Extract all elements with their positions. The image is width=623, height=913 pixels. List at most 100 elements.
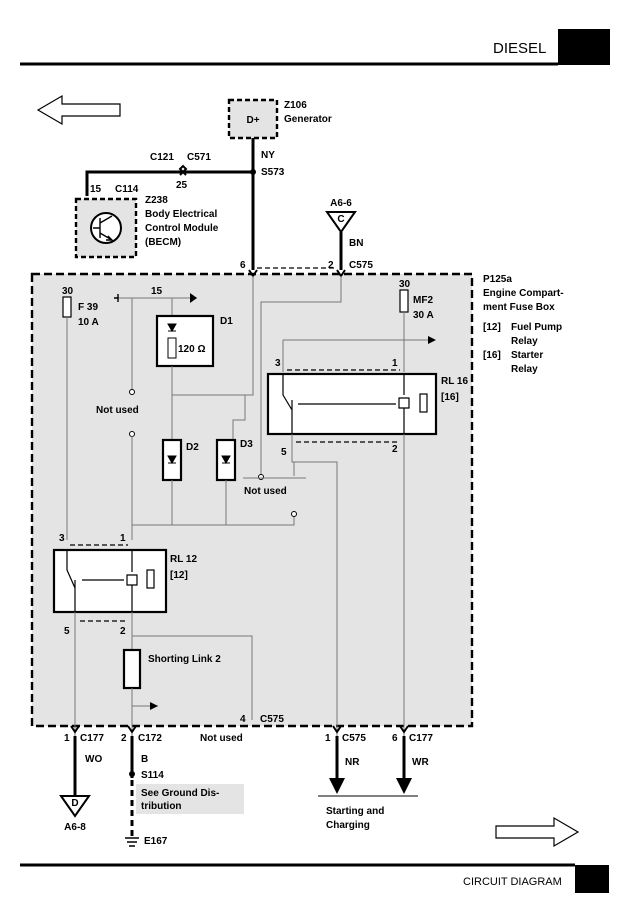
not-used-label-3: Not used xyxy=(200,733,243,744)
not-used-terminal-3 xyxy=(291,511,297,517)
diode-d3-icon xyxy=(221,455,231,465)
rl12-id: RL 12 xyxy=(170,554,197,565)
connector-c121-c571-mark xyxy=(178,164,188,176)
starting-line2: Charging xyxy=(326,820,370,831)
diode-icon xyxy=(167,323,177,333)
wire-diode-bus xyxy=(132,480,295,526)
rl12-pin5: 5 xyxy=(64,626,70,637)
bus-15-label: 15 xyxy=(151,286,163,297)
d3-label: D3 xyxy=(240,439,253,450)
c177-a-label: C177 xyxy=(80,733,104,744)
c575-top-label: C575 xyxy=(349,260,373,271)
page-header: DIESEL A6 xyxy=(20,29,610,66)
splice-s573-label: S573 xyxy=(261,167,285,178)
legend-relay12-line1: Fuel Pump xyxy=(511,322,562,333)
rl16-id: RL 16 xyxy=(441,376,468,387)
wire-rl16-coil-feed xyxy=(260,276,342,475)
header-title: DIESEL xyxy=(493,40,546,57)
connector-c121-label: C121 xyxy=(150,152,174,163)
not-used-label-1: Not used xyxy=(96,405,139,416)
legend-relay16-line1: Starter xyxy=(511,350,543,361)
fuse-box-id: P125a xyxy=(483,274,512,285)
c172-pin: 2 xyxy=(121,733,127,744)
page-footer: CIRCUIT DIAGRAM 7 xyxy=(20,863,609,893)
mf2-id: MF2 xyxy=(413,295,433,306)
d1-value: 120 Ω xyxy=(178,344,205,355)
f39-pin: 30 xyxy=(62,286,74,297)
not-used-terminal-1 xyxy=(129,389,135,395)
c172-label: C172 xyxy=(138,733,162,744)
legend-relay12-line2: Relay xyxy=(511,336,538,347)
ground-note-line2: tribution xyxy=(141,801,182,812)
legend-relay16-line2: Relay xyxy=(511,364,538,375)
becm-name-line1: Body Electrical xyxy=(145,209,217,220)
ground-icon xyxy=(125,837,139,847)
mf2-pin: 30 xyxy=(399,279,411,290)
mf2-arrow-right-icon xyxy=(428,336,436,344)
rl12-code: [12] xyxy=(170,570,188,581)
wire-bn-label: BN xyxy=(349,238,363,249)
becm-name-line3: (BECM) xyxy=(145,237,181,248)
becm-name-line2: Control Module xyxy=(145,223,219,234)
ref-c-triangle-icon[interactable] xyxy=(325,211,357,234)
ref-d-triangle-icon[interactable] xyxy=(59,795,91,818)
becm-pin-15: 15 xyxy=(90,184,102,195)
wire-wo-label: WO xyxy=(85,754,102,765)
c575-bottom-label: C575 xyxy=(342,733,366,744)
transistor-symbol-icon xyxy=(93,215,114,241)
wire-rl12-out xyxy=(74,612,253,736)
c177-b-label: C177 xyxy=(409,733,433,744)
bus-15-arrow-left-icon xyxy=(114,294,119,302)
mf2-rating: 30 A xyxy=(413,310,434,321)
shorting-link-label: Shorting Link 2 xyxy=(148,654,221,665)
ground-note-line1: See Ground Dis- xyxy=(141,788,219,799)
rl12-switch-icon xyxy=(66,550,138,612)
wire-d3-feed xyxy=(232,276,254,440)
rl12-pin3: 3 xyxy=(59,533,65,544)
rl12-pin2: 2 xyxy=(120,626,126,637)
not-used-label-2: Not used xyxy=(244,486,287,497)
rl16-switch-icon xyxy=(282,374,410,434)
connector-pin-25: 25 xyxy=(176,180,188,191)
ref-c-letter: C xyxy=(337,214,344,225)
bus-15-arrow-right-icon xyxy=(190,293,197,303)
previous-page-arrow-icon[interactable] xyxy=(36,94,121,126)
f39-id: F 39 xyxy=(78,302,98,313)
fuse-f39-icon xyxy=(62,296,72,318)
d1-box xyxy=(155,314,215,368)
page-number: 7 xyxy=(588,871,596,887)
wire-nr-label: NR xyxy=(345,757,360,768)
ref-a6-8: A6-8 xyxy=(64,822,86,833)
ground-note-box xyxy=(136,784,244,814)
shorting-link-box xyxy=(122,648,142,690)
fuse-mf2-icon xyxy=(399,289,409,313)
c575-pin4: 4 xyxy=(240,714,246,725)
not-used-terminal-4 xyxy=(258,474,264,480)
connector-c571-label: C571 xyxy=(187,152,211,163)
wire-ny-label: NY xyxy=(261,150,275,161)
c575-pin6: 6 xyxy=(240,260,246,271)
generator-id: Z106 xyxy=(284,100,307,111)
shorting-link-arrow-icon xyxy=(150,702,158,710)
not-used-terminal-2 xyxy=(129,431,135,437)
generator-name: Generator xyxy=(284,114,332,125)
c575-inner-label: C575 xyxy=(260,714,284,725)
page-number-badge xyxy=(575,865,609,893)
next-page-arrow-icon[interactable] xyxy=(495,816,580,848)
f39-rating: 10 A xyxy=(78,317,99,328)
splice-s114-dot xyxy=(129,771,135,777)
footer-label: CIRCUIT DIAGRAM xyxy=(463,876,562,888)
rl16-pin3: 3 xyxy=(275,358,281,369)
starting-line1: Starting and xyxy=(326,806,384,817)
ref-d-letter: D xyxy=(71,798,78,809)
rl12-resistor-icon xyxy=(146,569,155,589)
splice-s114-label: S114 xyxy=(141,770,164,781)
resistor-icon xyxy=(167,337,177,359)
rl16-pin1: 1 xyxy=(392,358,398,369)
wire-b-label: B xyxy=(141,754,148,765)
generator-terminal: D+ xyxy=(246,115,259,126)
legend-relay12-code: [12] xyxy=(483,322,501,333)
legend-relay16-code: [16] xyxy=(483,350,501,361)
rl16-pin5: 5 xyxy=(281,447,287,458)
